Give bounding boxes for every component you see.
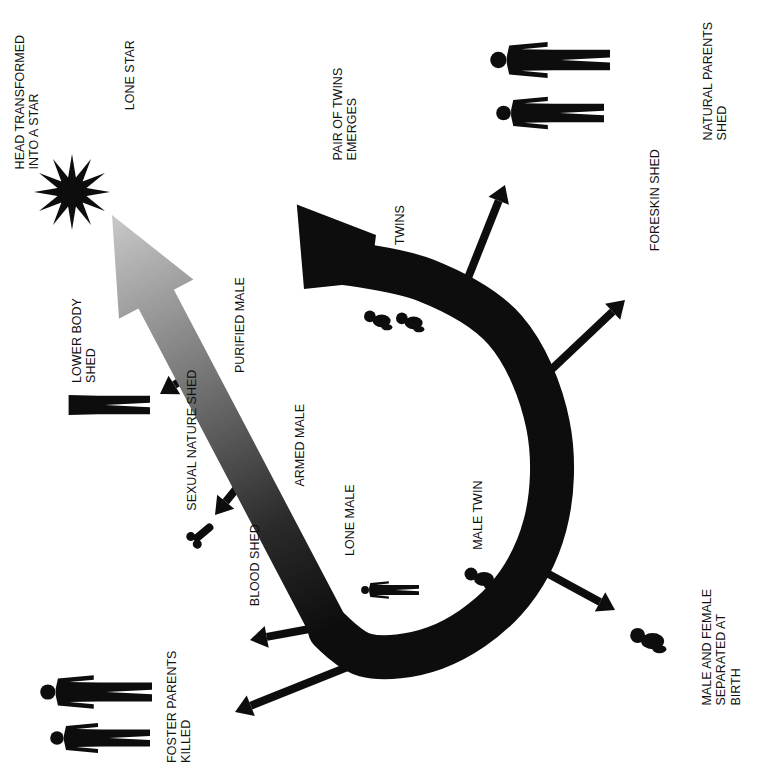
parent-figure (496, 97, 604, 129)
branch-arrow-head (215, 495, 234, 515)
foster-parent-figure (40, 675, 152, 709)
foster-parent-figure-body (64, 723, 150, 753)
branch-arrow-head (235, 695, 255, 715)
diagram-label: NATURAL PARENTS SHED (701, 10, 730, 140)
branch-arrow-head (595, 592, 615, 611)
lone-male-figure-body (369, 581, 419, 598)
separated-baby-figure (630, 628, 666, 653)
diagram-label: SEXUAL NATURE SHED (185, 370, 199, 511)
separated-baby-figure-leg (653, 645, 667, 653)
phallus-shaft (191, 522, 215, 544)
phallus-icon (184, 518, 218, 551)
lower-body-figure-body (69, 395, 150, 415)
branch-arrow-head (250, 626, 269, 648)
foster-parent-figure-head (50, 731, 64, 745)
diagram-label: LOWER BODY SHED (70, 287, 99, 382)
diagram-label: HEAD TRANSFORMED INTO A STAR (13, 27, 42, 169)
parent-figure (490, 42, 610, 78)
diagram-label: FORESKIN SHED (648, 149, 662, 251)
emergence-arrowhead (297, 204, 376, 289)
branch-arrow-head (488, 185, 508, 205)
foster-parent-figure (50, 723, 150, 753)
male-twin-figure (465, 568, 497, 590)
branch-arrow-head (605, 300, 625, 320)
cycle-band (330, 262, 552, 657)
diagram-label: BLOOD SHED (248, 524, 262, 606)
diagram-label: TWINS (393, 205, 407, 245)
star-burst (34, 154, 110, 230)
diagram-label: LONE STAR (123, 40, 137, 110)
diagram-label: PURIFIED MALE (233, 277, 247, 373)
diagram-label: LONE MALE (343, 484, 357, 556)
lower-body-figure (69, 395, 150, 415)
male-twin-figure-leg (484, 583, 496, 590)
lone-male-figure (361, 581, 419, 598)
foster-parent-figure-body (56, 675, 152, 709)
ascent-arrow (112, 215, 348, 639)
twin-figure-leg (414, 326, 425, 332)
diagram-label: FOSTER PARENTS KILLED (165, 637, 194, 762)
parent-figure-head (496, 106, 511, 121)
parent-figure-head (490, 52, 506, 68)
twin-figure-leg (382, 324, 393, 330)
twin-figure (396, 313, 424, 333)
diagram-label: PAIR OF TWINS EMERGES (331, 50, 360, 160)
phallus-base (191, 538, 204, 551)
diagram-label: MALE AND FEMALE SEPARATED AT BIRTH (700, 575, 743, 705)
parent-figure-body (507, 42, 610, 78)
diagram-label: ARMED MALE (293, 404, 307, 487)
parent-figure-body (511, 97, 604, 129)
lone-male-figure-head (361, 586, 369, 594)
foster-parent-figure-head (40, 684, 55, 699)
twin-figure (364, 311, 392, 331)
diagram-label: MALE TWIN (471, 481, 485, 550)
